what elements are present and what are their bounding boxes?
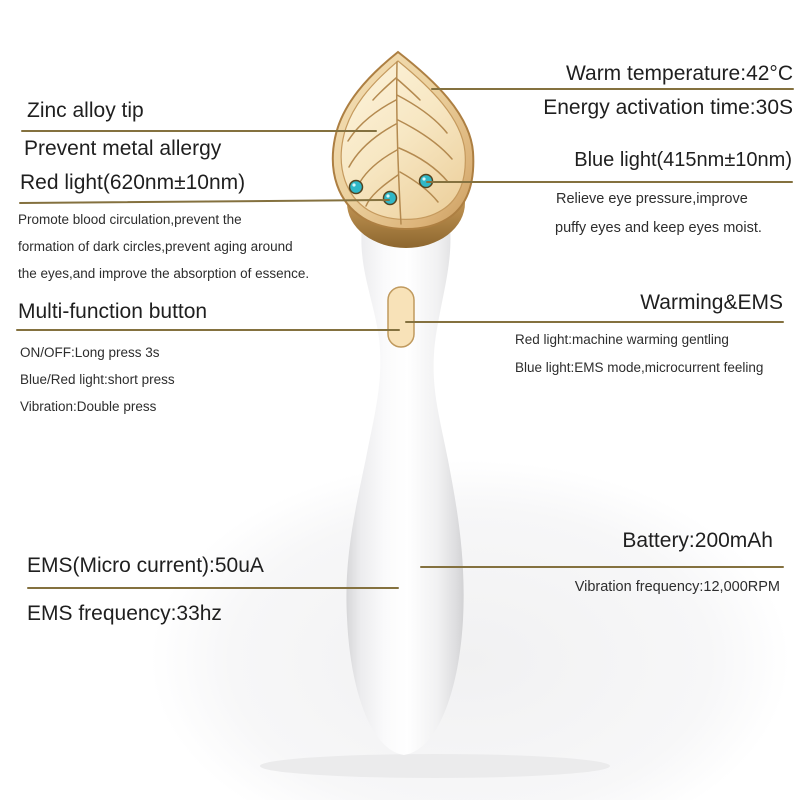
- floor-shadow: [260, 754, 610, 778]
- label-zinc-alloy-tip: Zinc alloy tip: [27, 99, 144, 122]
- label-vibration-frequency: Vibration frequency:12,000RPM: [574, 579, 780, 595]
- label-multi-function-button: Multi-function button: [18, 300, 208, 323]
- label-warm-temperature: Warm temperature:42°C: [565, 62, 793, 85]
- label-blue-light: Blue light(415nm±10nm): [574, 149, 792, 171]
- label-warming-ems: Warming&EMS: [640, 291, 783, 314]
- label-prevent-metal-allergy: Prevent metal allergy: [24, 137, 222, 160]
- label-battery: Battery:200mAh: [622, 529, 773, 552]
- label-energy-activation-time: Energy activation time:30S: [543, 96, 793, 119]
- label-ems-frequency: EMS frequency:33hz: [27, 602, 222, 625]
- label-red-light-desc-2: formation of dark circles,prevent aging …: [18, 239, 293, 254]
- label-ems-micro-current: EMS(Micro current):50uA: [27, 554, 264, 577]
- device-head-leaf-inner: [340, 60, 466, 220]
- label-red-light-desc-3: the eyes,and improve the absorption of e…: [18, 266, 310, 281]
- label-red-light: Red light(620nm±10nm): [20, 171, 246, 194]
- led-dot-left: [348, 179, 364, 195]
- device-button: [387, 286, 415, 348]
- leader-lines: [16, 88, 794, 589]
- label-blue-light-desc-2: puffy eyes and keep eyes moist.: [555, 220, 762, 236]
- label-multi-button-desc-2: Blue/Red light:short press: [20, 372, 175, 387]
- label-red-light-desc-1: Promote blood circulation,prevent the: [18, 212, 242, 227]
- label-multi-button-desc-3: Vibration:Double press: [20, 399, 157, 414]
- label-blue-light-desc-1: Relieve eye pressure,improve: [556, 191, 748, 207]
- leader-line-red-light: [19, 199, 390, 204]
- backdrop-glow: [150, 460, 790, 800]
- label-multi-button-desc-1: ON/OFF:Long press 3s: [20, 345, 160, 360]
- label-warming-ems-desc-2: Blue light:EMS mode,microcurrent feeling: [515, 360, 764, 375]
- led-dot-center: [382, 190, 398, 206]
- label-warming-ems-desc-1: Red light:machine warming gentling: [515, 332, 729, 347]
- device-handle: [346, 226, 464, 755]
